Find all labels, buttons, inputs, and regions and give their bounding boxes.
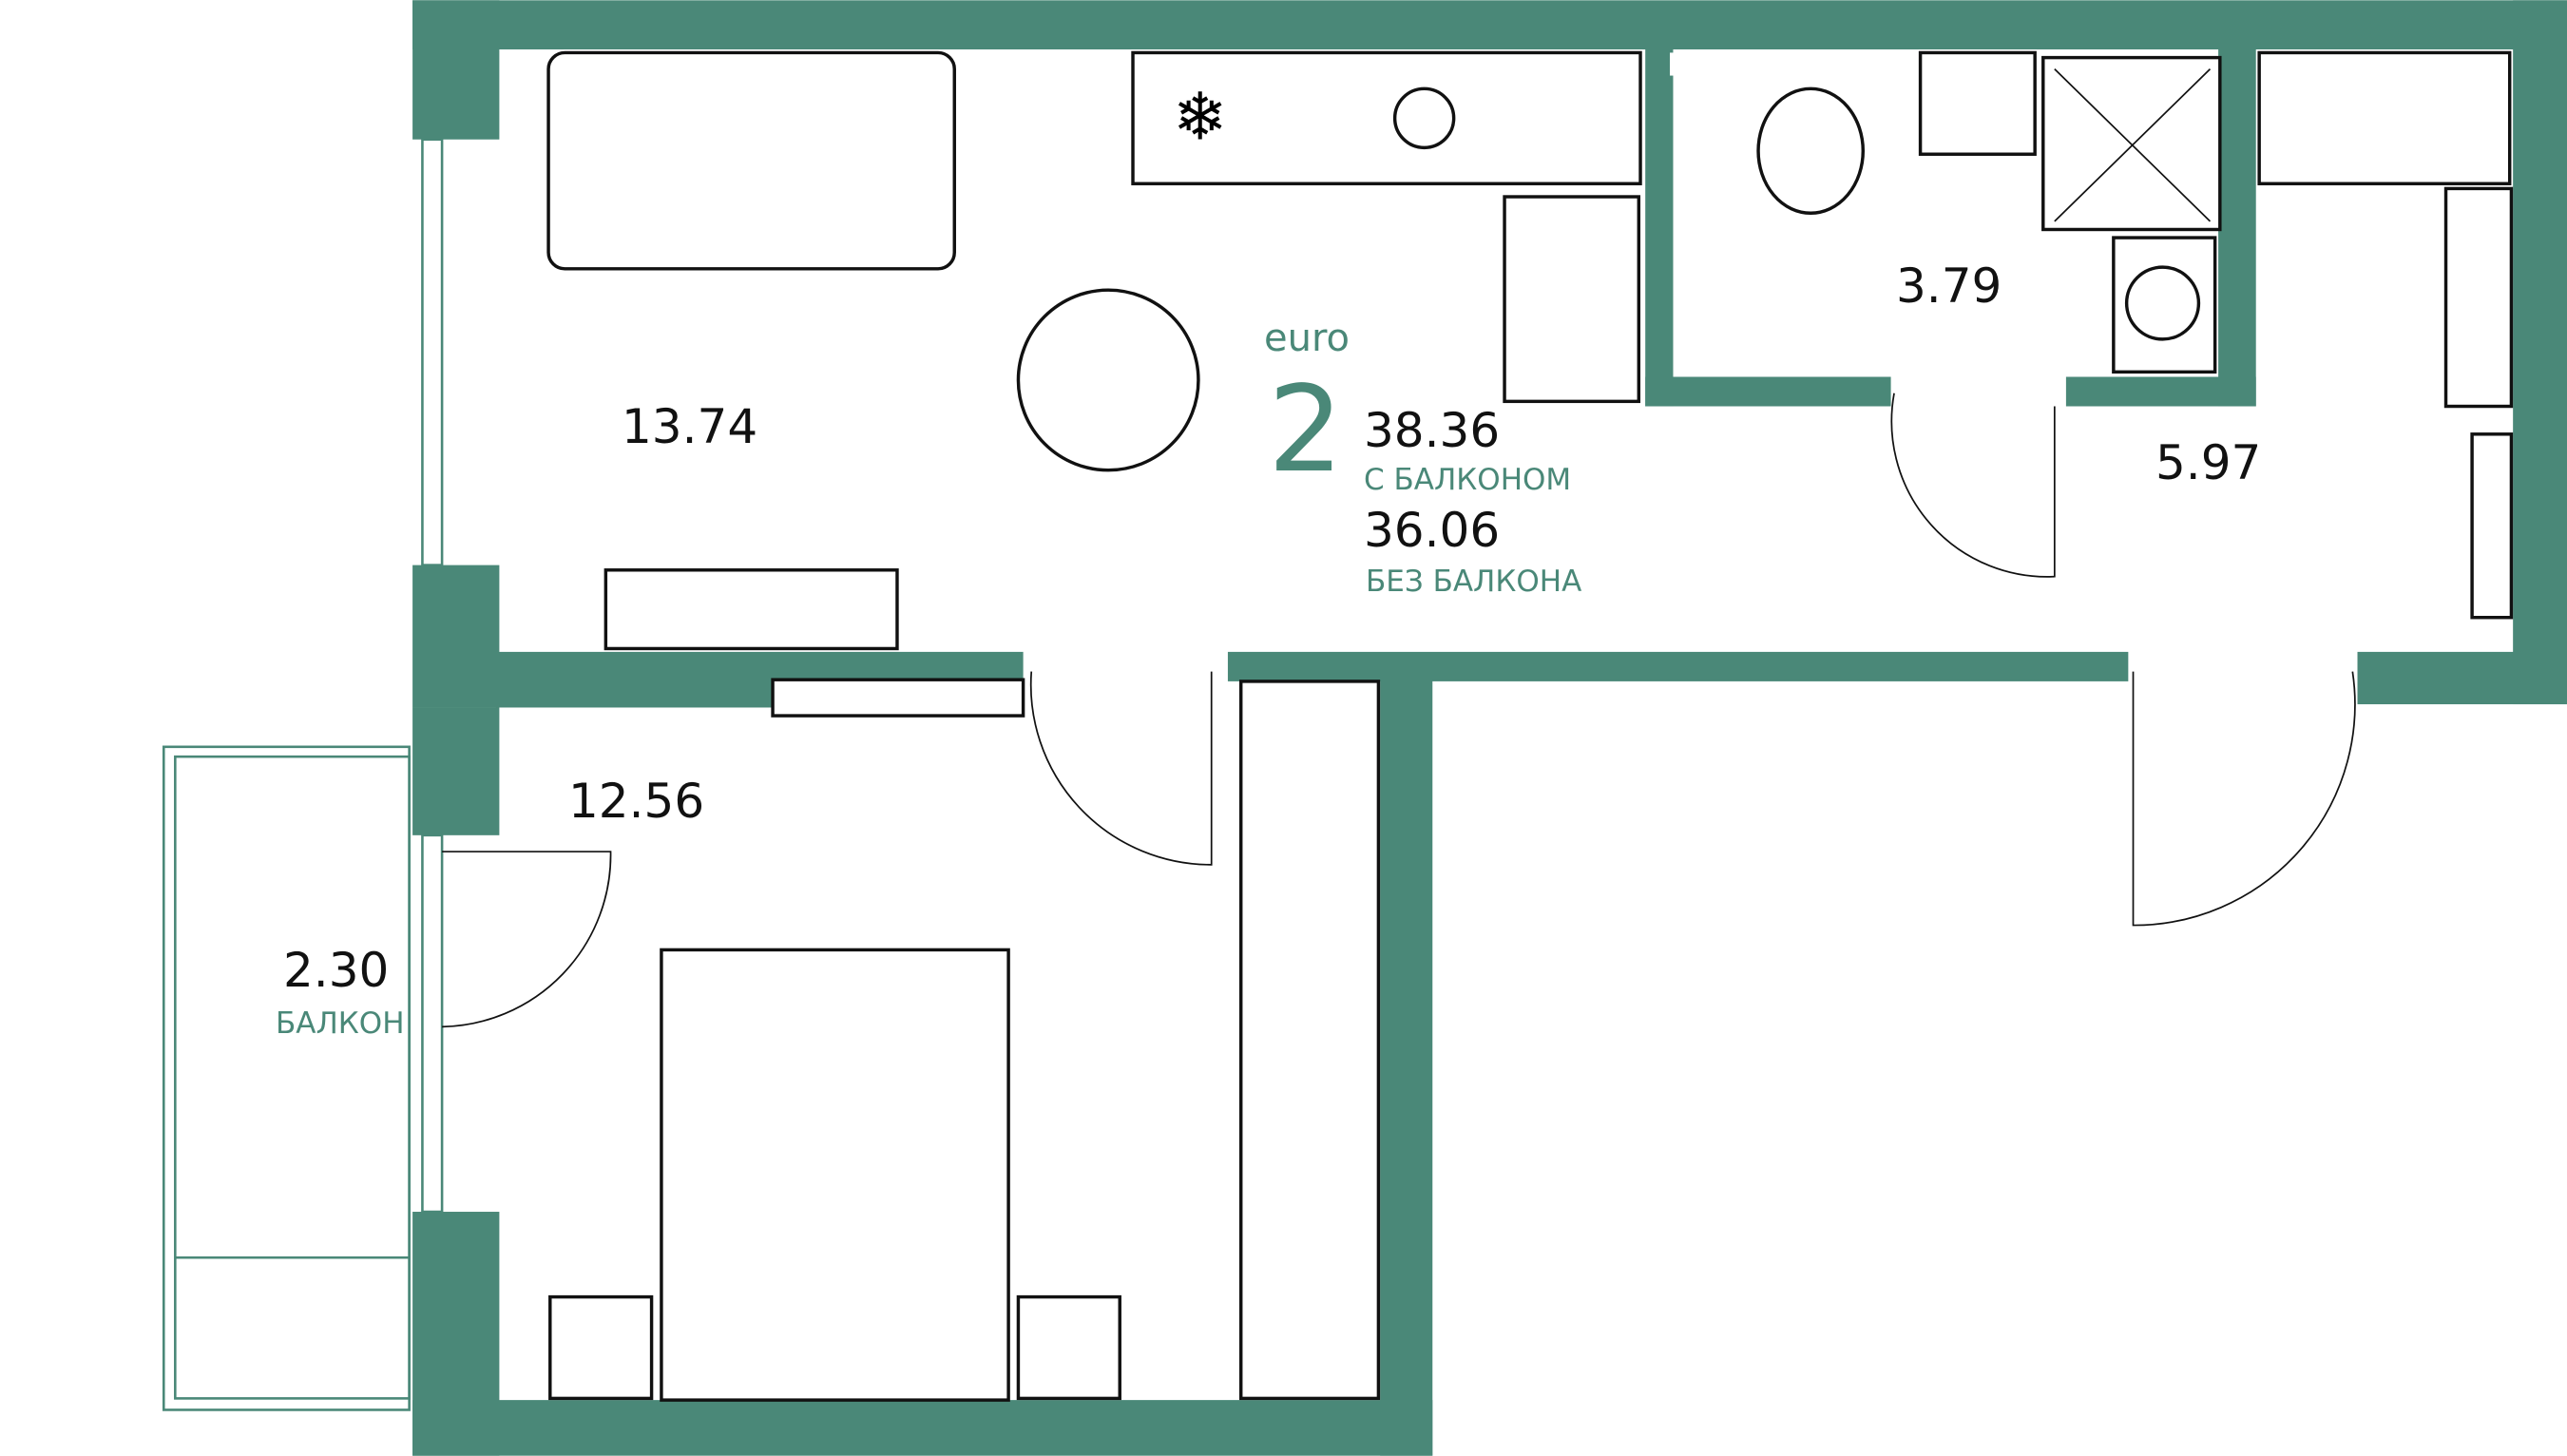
table-icon xyxy=(1016,288,1200,472)
room-area-bedroom: 12.56 xyxy=(568,774,705,829)
bed-icon xyxy=(660,948,1010,1402)
toilet-icon xyxy=(1756,86,1866,215)
room-area-balcony: 2.30 xyxy=(283,943,390,998)
total-area-caption: С БАЛКОНОМ xyxy=(1364,463,1572,497)
balcony-caption: БАЛКОН xyxy=(276,1006,405,1041)
room-area-bathroom: 3.79 xyxy=(1896,259,2002,314)
windows xyxy=(162,138,444,1411)
furniture: ❄ xyxy=(546,50,2514,1402)
walls xyxy=(412,0,2567,1456)
area-without-balcony: 36.06 xyxy=(1364,503,1501,558)
snowflake-icon: ❄ xyxy=(1173,80,1228,156)
area-without-balcony-caption: БЕЗ БАЛКОНА xyxy=(1366,565,1582,599)
wardrobe-icon xyxy=(1238,680,1381,1401)
apartment-type-label: euro xyxy=(1264,316,1350,360)
sofa-icon xyxy=(546,50,956,271)
doors xyxy=(442,393,2356,1028)
room-area-hallway: 5.97 xyxy=(2155,435,2262,490)
total-area: 38.36 xyxy=(1364,403,1501,458)
rooms-count: 2 xyxy=(1268,361,1344,499)
room-area-living-kitchen: 13.74 xyxy=(622,399,758,454)
hob-icon xyxy=(1392,86,1456,150)
